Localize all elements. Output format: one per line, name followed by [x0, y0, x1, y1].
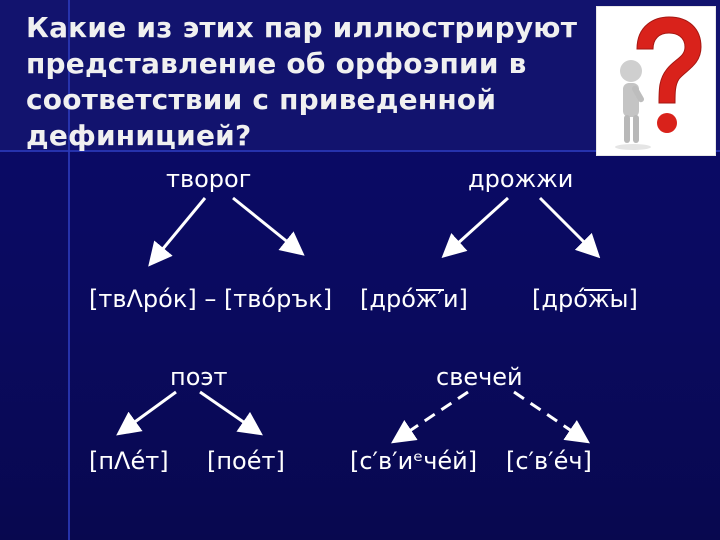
transcription-drozhzhi-a: [дро́ж′и]: [360, 285, 468, 313]
question-mark-figure-icon: [596, 6, 716, 156]
transcription-svechey-b: [с′в′е́ч]: [506, 447, 592, 475]
arrow-svechey-left: [391, 390, 469, 444]
word-tvorog: творог: [166, 165, 252, 193]
arrow-poet-left: [116, 390, 177, 436]
transcription-poet-a: [пΛе́т]: [89, 447, 169, 475]
arrow-drozhzhi-right: [538, 196, 601, 259]
slide-title: Какие из этих пар иллюстрируют представл…: [26, 11, 578, 152]
arrow-poet-right: [199, 390, 263, 436]
transcription-poet-b: [пое́т]: [207, 447, 285, 475]
arrow-tvorog-right: [232, 196, 305, 256]
word-svechey: свечей: [436, 363, 523, 391]
arrow-tvorog-left: [148, 197, 207, 267]
vertical-accent-line: [68, 0, 70, 540]
transcription-tvorog-pair: [твΛро́к] – [тво́рък]: [89, 285, 333, 313]
word-poet: поэт: [170, 363, 228, 391]
transcription-drozhzhi-b: [дро́жы]: [532, 285, 638, 313]
horizontal-accent-line: [0, 150, 720, 152]
transcription-svechey-a: [с′в′иᵉче́й]: [350, 447, 478, 475]
arrow-svechey-right: [513, 390, 590, 444]
arrow-drozhzhi-left: [441, 196, 510, 259]
word-drozhzhi: дрожжи: [468, 165, 574, 193]
